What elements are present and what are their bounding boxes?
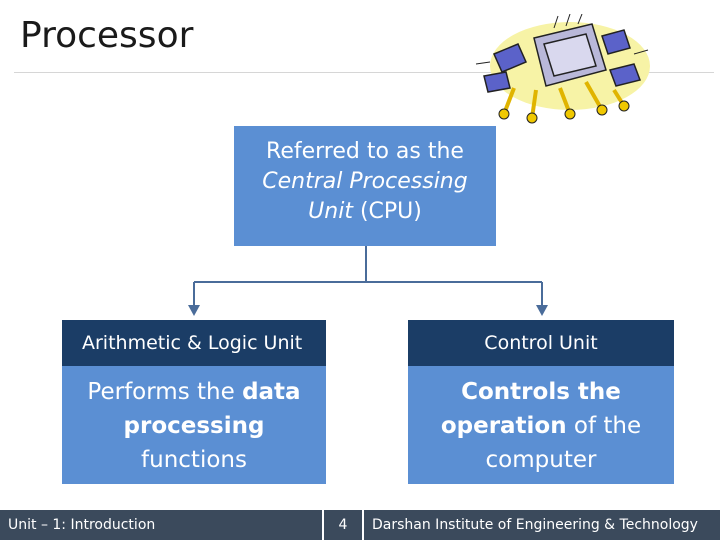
slide-title: Processor bbox=[20, 15, 194, 56]
alu-desc-text: Performs the bbox=[87, 379, 243, 405]
cpu-line-1: Referred to as the bbox=[266, 139, 464, 164]
arrow-to-alu-icon bbox=[188, 305, 200, 316]
alu-description: Performs the data processing functions bbox=[62, 366, 326, 484]
cu-desc-line-1: Controls the bbox=[461, 379, 621, 405]
processor-chip-clipart-icon bbox=[475, 14, 650, 124]
cpu-line-3: Unit (CPU) bbox=[234, 197, 496, 227]
footer-unit-label: Unit – 1: Introduction bbox=[0, 510, 322, 540]
alu-desc-line-3: functions bbox=[141, 447, 247, 473]
alu-desc-line-1: Performs the data bbox=[62, 375, 326, 409]
control-unit-header: Control Unit bbox=[408, 320, 674, 366]
cu-desc-text: of the bbox=[566, 413, 642, 439]
footer-page-number: 4 bbox=[324, 510, 362, 540]
cpu-line-2: Central Processing bbox=[262, 169, 468, 194]
alu-desc-bold-data: data bbox=[242, 379, 301, 405]
cu-desc-bold-operation: operation bbox=[440, 413, 567, 439]
title-divider bbox=[14, 72, 714, 73]
cu-desc-line-3: computer bbox=[485, 447, 597, 473]
cu-desc-line-2: operation of the bbox=[408, 409, 674, 443]
alu-header: Arithmetic & Logic Unit bbox=[62, 320, 326, 366]
arrow-to-control-unit-icon bbox=[536, 305, 548, 316]
cpu-unit-word: Unit bbox=[308, 199, 353, 224]
alu-desc-line-2: processing bbox=[123, 413, 265, 439]
cpu-abbrev: (CPU) bbox=[352, 199, 422, 224]
footer: Unit – 1: Introduction 4 Darshan Institu… bbox=[0, 510, 720, 540]
control-unit-description: Controls the operation of the computer bbox=[408, 366, 674, 484]
footer-institute-name: Darshan Institute of Engineering & Techn… bbox=[364, 510, 720, 540]
cpu-box: Referred to as the Central Processing Un… bbox=[234, 126, 496, 246]
